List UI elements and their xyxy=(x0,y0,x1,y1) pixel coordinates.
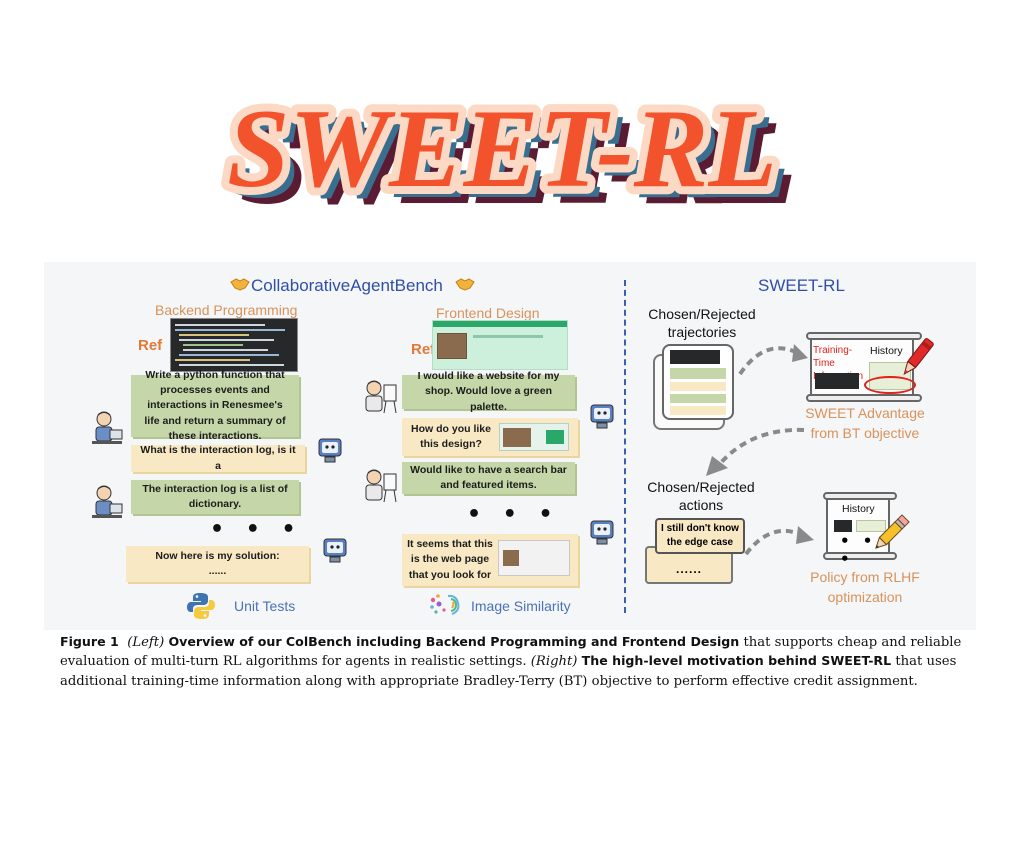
right-caption-text: that uses additional training-time infor… xyxy=(60,654,957,689)
section-divider xyxy=(624,280,626,613)
agent-message: It seems that this is the web page that … xyxy=(402,534,578,586)
right-title: SWEET-RL xyxy=(758,276,845,295)
robot-agent-icon xyxy=(323,538,347,563)
left-caption-text: that supports cheap and reliable evaluat… xyxy=(60,635,962,670)
figure-label: Figure 1 xyxy=(60,634,119,649)
critic-code-snippet xyxy=(815,373,859,389)
ellipsis-dots: • • • xyxy=(467,502,560,527)
agent-message: Now here is my solution: ...... xyxy=(126,546,309,582)
user-message: I would like a website for my shop. Woul… xyxy=(402,370,575,413)
logo-text: SWEET-RL xyxy=(227,87,777,211)
dashed-arrow-to-critic xyxy=(738,344,808,376)
policy-scroll-dots: • • • xyxy=(840,532,877,568)
human-artist-icon xyxy=(365,380,397,414)
agent-message: What is the interaction log, is it a xyxy=(131,444,305,472)
dashed-arrow-to-policy xyxy=(744,526,814,556)
frontend-subtitle: Frontend Design xyxy=(436,305,540,321)
image-similarity-label: Image Similarity xyxy=(471,598,571,614)
policy-scroll: History • • • xyxy=(823,492,897,568)
website-text-block xyxy=(473,335,543,338)
image-similarity-icon xyxy=(430,594,460,615)
logo-shadow-text: SWEET-RL xyxy=(236,95,786,219)
design-preview-thumbnail xyxy=(499,423,569,451)
robot-agent-icon xyxy=(590,520,614,545)
left-title: CollaborativeAgentBench xyxy=(251,276,443,295)
python-logo-icon xyxy=(187,593,215,619)
reference-website-screenshot xyxy=(432,320,568,370)
policy-code-snippet xyxy=(834,520,852,532)
trajectory-code xyxy=(670,350,720,364)
red-marker-icon xyxy=(903,338,934,375)
human-user-icon xyxy=(92,485,123,518)
robot-agent-icon xyxy=(318,438,342,463)
chosen-trajectories-label: Chosen/Rejected trajectories xyxy=(648,306,756,341)
trajectory-msg xyxy=(670,382,726,391)
action-dots: ...... xyxy=(675,562,702,576)
sweet-rl-logo: SWEET-RL SWEET-RL SWEET-RL SWEET-RL xyxy=(219,79,796,228)
webpage-photo xyxy=(503,550,519,566)
design-preview-photo xyxy=(503,428,531,447)
scroll-curl-bottom xyxy=(806,394,922,402)
handshake-icon xyxy=(455,278,475,291)
human-artist-icon xyxy=(365,469,397,503)
sweet-advantage-label: SWEET Advantage from BT objective xyxy=(805,405,925,441)
left-tag: (Left) xyxy=(127,635,165,650)
user-message: The interaction log is a list of diction… xyxy=(131,480,299,514)
reference-code-screenshot xyxy=(170,318,298,372)
webpage-screenshot-thumbnail xyxy=(498,540,570,576)
history-label: History xyxy=(870,345,903,357)
backend-ref-label: Ref xyxy=(138,337,163,354)
trajectory-msg xyxy=(670,368,726,379)
website-header-bar xyxy=(433,321,567,327)
user-message: Would like to have a search bar and feat… xyxy=(402,462,575,494)
robot-agent-icon xyxy=(590,404,614,429)
trajectory-card-front xyxy=(662,344,734,420)
unit-tests-label: Unit Tests xyxy=(234,598,296,614)
agent-message-text: How do you like this design? xyxy=(411,422,491,450)
action-text: I still don't know the edge case xyxy=(661,522,739,549)
policy-label: Policy from RLHF optimization xyxy=(810,569,920,605)
agent-message: How do you like this design? xyxy=(402,418,578,456)
handshake-icon xyxy=(230,278,250,291)
backend-subtitle: Backend Programming xyxy=(155,302,298,318)
policy-history-lines xyxy=(856,520,886,532)
right-bold-text: The high-level motivation behind SWEET-R… xyxy=(581,653,892,669)
policy-history-label: History xyxy=(842,503,875,515)
critic-highlight-circle xyxy=(864,376,916,394)
user-message: Write a python function that processes e… xyxy=(131,369,299,442)
logo-shadow-text: SWEET-RL xyxy=(243,101,793,225)
scroll-curl-top xyxy=(823,492,897,500)
frontend-ref-label: Ref xyxy=(411,341,436,358)
ellipsis-dots: • • • xyxy=(210,517,303,542)
figure-caption: Figure 1 (Left) Overview of our ColBench… xyxy=(60,633,965,691)
trajectory-msg xyxy=(670,406,726,415)
human-user-icon xyxy=(92,411,123,444)
agent-message-text: Now here is my solution: xyxy=(155,549,280,562)
pencil-icon xyxy=(875,514,910,549)
logo-outline-text: SWEET-RL xyxy=(227,87,777,211)
scroll-curl-top xyxy=(806,332,922,340)
left-bold-text: Overview of our ColBench including Backe… xyxy=(168,634,740,649)
website-product-photo xyxy=(437,333,467,359)
chosen-actions-label: Chosen/Rejected actions xyxy=(647,479,755,514)
agent-message-text: It seems that this is the web page that … xyxy=(407,538,493,581)
right-tag: (Right) xyxy=(530,654,578,670)
design-preview-button xyxy=(546,430,564,444)
scroll-curl-bottom xyxy=(823,552,897,560)
agent-message-dots: ...... xyxy=(208,565,227,577)
chosen-action-card: I still don't know the edge case xyxy=(655,518,745,554)
dashed-arrow-to-actions xyxy=(706,427,805,476)
trajectory-msg xyxy=(670,394,726,403)
